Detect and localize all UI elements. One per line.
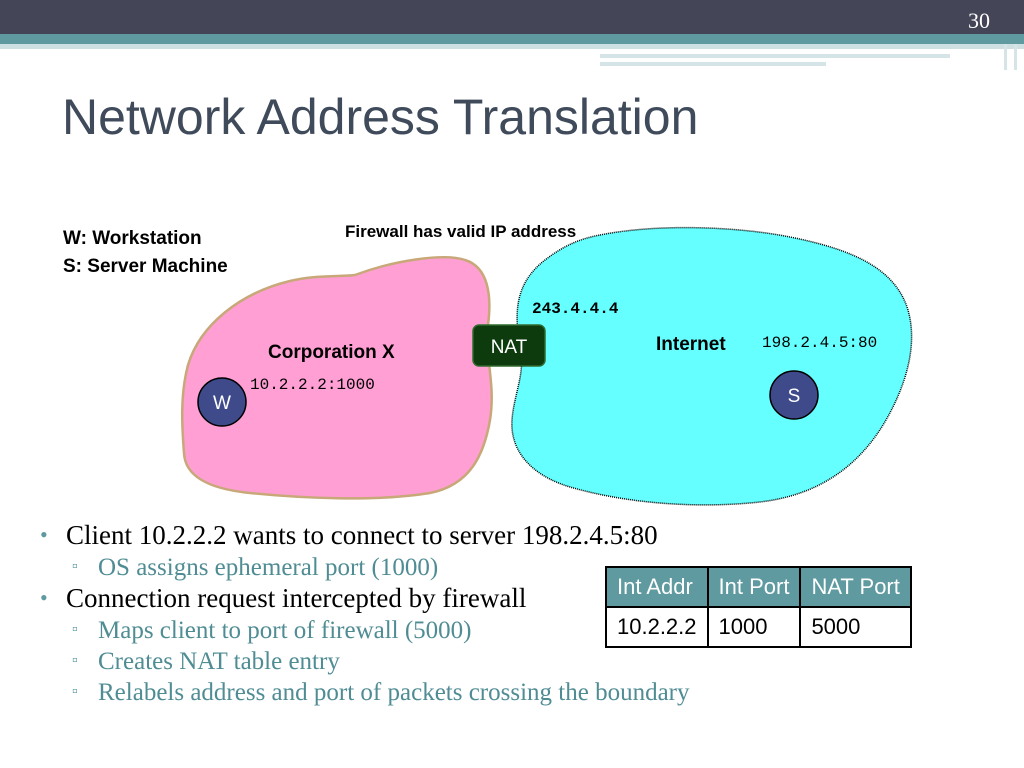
header-bar	[0, 0, 1024, 34]
sub-bullet-marker: ▫	[72, 621, 78, 638]
internet-cloud	[511, 226, 913, 506]
nat-table: Int Addr Int Port NAT Port 10.2.2.2 1000…	[605, 566, 912, 648]
accent-vertical-line	[1004, 44, 1007, 70]
corporation-label: Corporation X	[268, 342, 395, 363]
nat-diagram: NAT W S Firewall has valid IP address Co…	[180, 222, 913, 506]
corporation-network-cloud	[180, 256, 493, 500]
cell-int-addr: 10.2.2.2	[605, 606, 709, 648]
nat-box	[472, 324, 546, 367]
nat-ip-label: 243.4.4.4	[532, 300, 619, 318]
internet-label: Internet	[656, 334, 726, 355]
accent-band-light	[0, 44, 1024, 49]
workstation-label: W	[213, 393, 231, 414]
cell-nat-port: 5000	[799, 606, 912, 648]
page-title: Network Address Translation	[62, 89, 699, 145]
cell-int-port: 1000	[706, 606, 802, 648]
sub-bullet-relabels: ▫Relabels address and port of packets cr…	[40, 677, 860, 708]
sub-bullet-marker: ▫	[72, 558, 78, 575]
sub-bullet-marker: ▫	[72, 652, 78, 669]
workstation-node	[197, 377, 247, 427]
legend-server: S: Server Machine	[63, 256, 228, 277]
sub-bullet-table-entry: ▫Creates NAT table entry	[40, 646, 860, 677]
bullet-dot: •	[40, 522, 48, 547]
bullet-client-connect: •Client 10.2.2.2 wants to connect to ser…	[40, 520, 658, 550]
server-node	[769, 370, 819, 420]
accent-line-short	[600, 62, 826, 66]
server-label: S	[788, 386, 801, 407]
bullet-list: •Client 10.2.2.2 wants to connect to ser…	[40, 520, 860, 708]
firewall-note: Firewall has valid IP address	[345, 222, 576, 241]
slide-number: 30	[968, 8, 990, 33]
bullet-dot: •	[40, 585, 48, 610]
legend-workstation: W: Workstation	[63, 228, 202, 249]
legend: W: Workstation S: Server Machine	[63, 225, 228, 281]
sub-bullet-marker: ▫	[72, 683, 78, 700]
table-row: 10.2.2.2 1000 5000	[605, 606, 912, 648]
client-address-label: 10.2.2.2:1000	[250, 376, 375, 394]
accent-vertical-line	[1014, 44, 1017, 70]
header-int-addr: Int Addr	[605, 566, 709, 608]
nat-label: NAT	[491, 337, 528, 358]
bullet-intercepted: •Connection request intercepted by firew…	[40, 583, 527, 613]
accent-band	[0, 34, 1024, 44]
nat-table-header-row: Int Addr Int Port NAT Port	[605, 566, 912, 608]
header-int-port: Int Port	[706, 566, 802, 608]
sub-bullet-ephemeral-port: ▫OS assigns ephemeral port (1000)	[40, 552, 860, 583]
header-nat-port: NAT Port	[799, 566, 912, 608]
accent-line	[600, 54, 950, 58]
sub-bullet-maps-port: ▫Maps client to port of firewall (5000)	[40, 615, 860, 646]
server-address-label: 198.2.4.5:80	[762, 334, 877, 352]
